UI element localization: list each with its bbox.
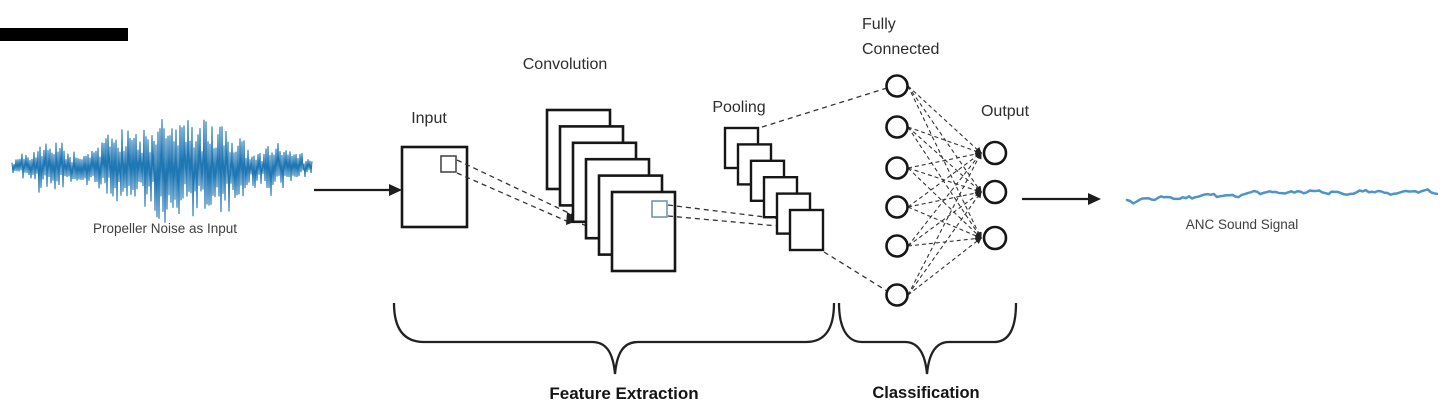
fc-output-connection xyxy=(907,206,983,239)
input-receptive-field-square xyxy=(440,155,457,173)
fc-to-output-connections xyxy=(907,85,983,296)
fc-output-connection xyxy=(907,126,982,239)
propeller-noise-waveform xyxy=(11,119,313,223)
input-box xyxy=(400,145,469,229)
feature-extraction-label: Feature Extraction xyxy=(549,384,699,403)
pooling-to-fc-dashes xyxy=(761,87,888,292)
fc-output-connection xyxy=(907,167,982,239)
convolution-stack xyxy=(545,108,677,273)
output-neuron xyxy=(982,225,1008,251)
arrow-input xyxy=(314,184,402,196)
fc-neuron xyxy=(885,156,909,180)
black-bar-artifact xyxy=(0,28,128,41)
fc-output-connection xyxy=(907,85,982,193)
fc-output-connection xyxy=(907,85,982,154)
conv-receptive-field-square xyxy=(651,200,668,218)
fc-output-connection xyxy=(907,126,983,155)
output-layer xyxy=(982,140,1008,251)
fully-connected-label: Fully Connected xyxy=(862,16,940,58)
fc-output-connection xyxy=(907,191,982,247)
fully-connected-layer xyxy=(885,74,909,307)
fc-neuron xyxy=(885,234,909,258)
feature-extraction-brace xyxy=(392,302,836,375)
fc-output-connection xyxy=(907,191,982,296)
fc-output-connection xyxy=(907,152,982,247)
input-waveform-caption: Propeller Noise as Input xyxy=(92,221,238,236)
fc-output-connection xyxy=(907,237,982,296)
output-label: Output xyxy=(980,103,1030,120)
fc-output-connection xyxy=(907,152,982,208)
arrow-output xyxy=(1022,193,1101,205)
input-label: Input xyxy=(411,110,447,127)
fc-neuron xyxy=(885,283,909,307)
classification-label: Classification xyxy=(872,384,980,402)
output-neuron xyxy=(982,179,1008,205)
fc-output-connection xyxy=(907,235,983,247)
fc-neuron xyxy=(885,195,909,219)
fc-neuron xyxy=(885,115,909,139)
fc-output-connection xyxy=(907,85,982,239)
pooling-map xyxy=(788,208,825,252)
convolution-label: Convolution xyxy=(522,56,608,73)
fc-output-connection xyxy=(907,126,982,193)
conv-feature-map xyxy=(610,190,677,273)
anc-waveform-caption: ANC Sound Signal xyxy=(1185,217,1299,232)
pooling-label: Pooling xyxy=(712,99,766,116)
anc-signal-waveform xyxy=(1125,188,1439,205)
fc-output-connection xyxy=(907,150,983,169)
output-neuron xyxy=(982,140,1008,166)
pooling-stack xyxy=(723,126,825,252)
classification-brace xyxy=(837,302,1018,375)
fc-output-connection xyxy=(907,152,982,296)
fc-neuron xyxy=(885,74,909,98)
